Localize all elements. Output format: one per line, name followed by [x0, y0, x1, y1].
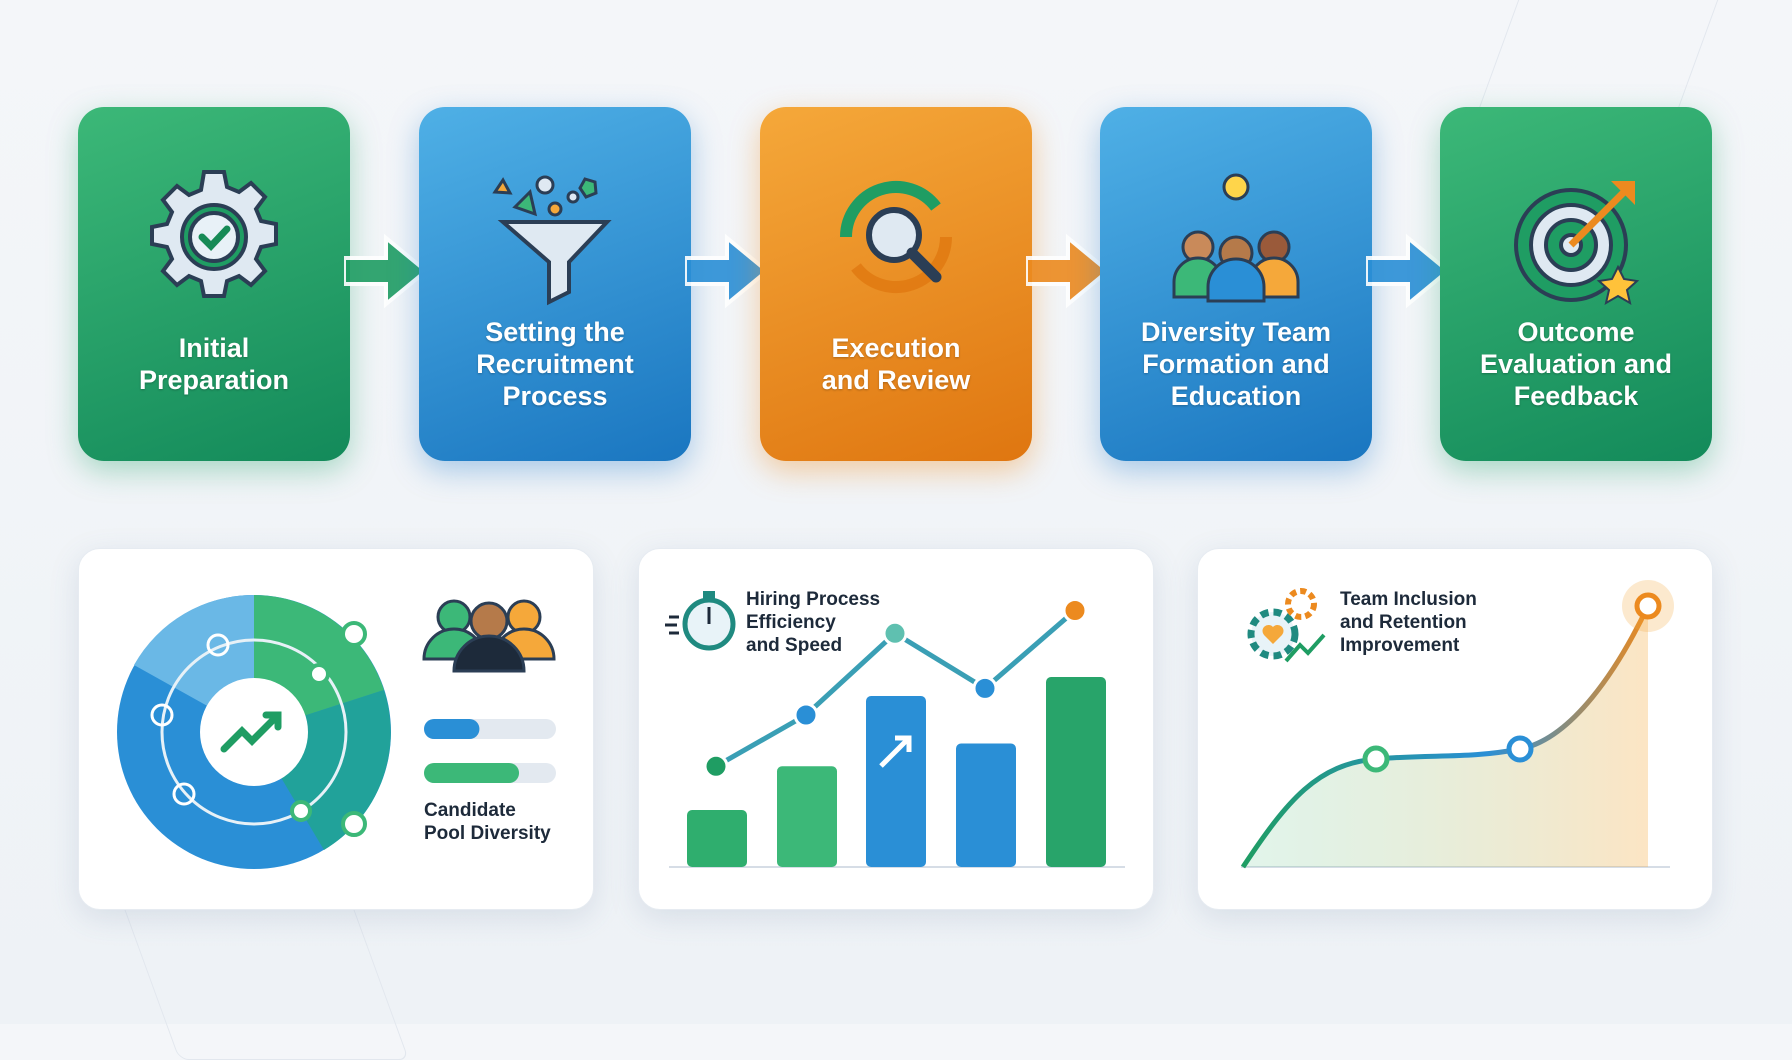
team-lightbulb-icon	[1172, 173, 1300, 303]
diversity-donut-chart	[117, 594, 556, 869]
line-point	[703, 753, 729, 779]
step-label: Setting the Recruitment Process	[476, 317, 634, 411]
bar	[866, 696, 926, 867]
background-decoration	[120, 900, 410, 1060]
target-arrow-icon	[1514, 181, 1640, 306]
gear-heart-icon	[1247, 588, 1326, 663]
team-inclusion-panel: Team Inclusion and Retention Improvement	[1197, 548, 1713, 910]
step-label: Initial Preparation	[138, 333, 290, 395]
efficiency-chart	[665, 591, 1125, 868]
trend-up-icon	[220, 711, 282, 753]
line-point	[1062, 598, 1088, 623]
candidate-pool-diversity-panel: Candidate Pool Diversity	[78, 548, 594, 910]
step-initial-preparation[interactable]: Initial Preparation	[78, 107, 350, 461]
line-point	[793, 702, 819, 728]
arrow-right-icon	[344, 233, 430, 309]
step-label: Outcome Evaluation and Feedback	[1479, 317, 1673, 411]
step-outcome-evaluation[interactable]: Outcome Evaluation and Feedback	[1440, 107, 1712, 461]
arrow-up-right-icon	[879, 735, 912, 768]
progress-fill-2	[424, 763, 520, 783]
hiring-efficiency-panel: Hiring Process Efficiency and Speed	[638, 548, 1154, 910]
arrow-right-icon	[685, 233, 771, 309]
step-setting-recruitment-process[interactable]: Setting the Recruitment Process	[419, 107, 691, 461]
background-decoration	[1474, 0, 1726, 120]
inclusion-chart	[1240, 580, 1674, 869]
step-label: Diversity Team Formation and Education	[1140, 317, 1332, 411]
step-label: Execution and Review	[821, 333, 971, 395]
bar	[956, 743, 1016, 867]
bar	[687, 810, 747, 867]
bar	[1046, 677, 1106, 867]
line-point	[972, 675, 998, 701]
progress-fill-1	[424, 719, 480, 739]
gear-check-icon	[150, 170, 278, 298]
bar	[777, 766, 837, 867]
funnel-icon	[492, 175, 612, 306]
step-execution-and-review[interactable]: Execution and Review	[760, 107, 1032, 461]
panel-title: Team Inclusion and Retention Improvement	[1340, 589, 1477, 656]
panel-title: Hiring Process Efficiency and Speed	[746, 589, 881, 656]
people-group-icon	[422, 599, 556, 673]
line-point	[882, 620, 908, 646]
cycle-magnifier-icon	[840, 181, 952, 293]
arrow-right-icon	[1366, 233, 1452, 309]
arrow-right-icon	[1026, 233, 1112, 309]
panel-label: Candidate Pool Diversity	[424, 800, 551, 844]
step-diversity-team-formation[interactable]: Diversity Team Formation and Education	[1100, 107, 1372, 461]
stopwatch-icon	[665, 591, 736, 651]
